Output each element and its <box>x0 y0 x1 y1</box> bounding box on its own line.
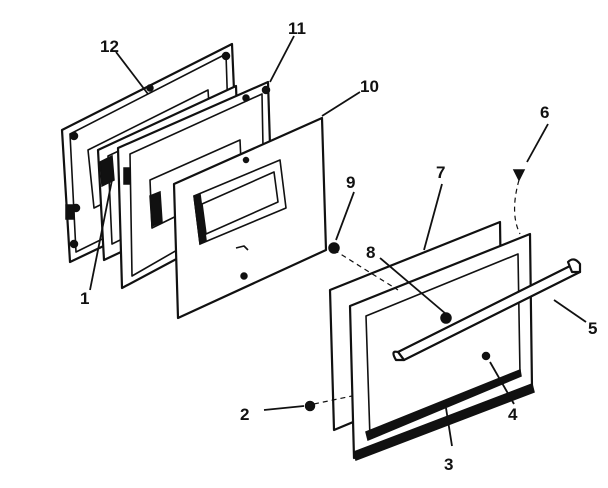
callout-5: 5 <box>588 319 597 338</box>
callout-labels: 1 2 3 4 5 6 7 8 9 10 11 12 <box>80 19 597 474</box>
inner-window-panel-part-10 <box>172 116 328 320</box>
callout-11: 11 <box>288 19 306 38</box>
assembly-lines <box>313 179 521 405</box>
screw-part-9 <box>328 242 340 254</box>
screw-part-2 <box>304 400 316 412</box>
callout-1: 1 <box>80 289 89 308</box>
callout-9: 9 <box>346 173 355 192</box>
callout-8: 8 <box>366 243 375 262</box>
outer-door-frame-part-3 <box>348 232 535 462</box>
callout-6: 6 <box>540 103 549 122</box>
callout-2: 2 <box>240 405 249 424</box>
leader-lines <box>89 35 587 447</box>
callout-3: 3 <box>444 455 453 474</box>
screw-part-4 <box>481 351 491 361</box>
callout-10: 10 <box>360 77 379 96</box>
clip-part-8 <box>440 312 452 324</box>
screw-part-6 <box>512 169 526 182</box>
callout-4: 4 <box>508 405 518 424</box>
callout-12: 12 <box>100 37 119 56</box>
callout-7: 7 <box>436 163 445 182</box>
door-handle-part-5 <box>392 258 582 362</box>
